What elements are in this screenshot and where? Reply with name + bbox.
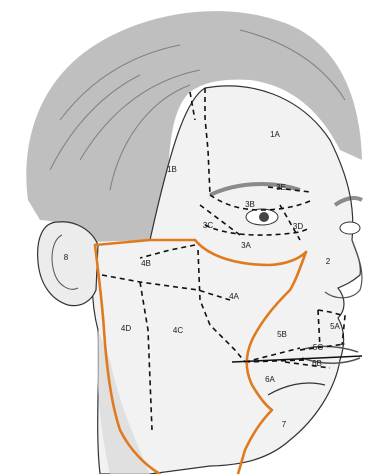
zone-label-4d: 4D: [121, 324, 131, 333]
zone-label-5c: 5C: [313, 343, 323, 352]
zone-label-3a: 3A: [241, 241, 251, 250]
zone-label-3c: 3C: [203, 221, 213, 230]
zone-label-4a: 4A: [229, 292, 239, 301]
zone-label-5b: 5B: [277, 330, 287, 339]
zone-label-4c: 4C: [173, 326, 183, 335]
zone-label-3d: 3D: [293, 222, 303, 231]
zone-label-8: 8: [64, 253, 69, 262]
zone-label-6a: 6A: [265, 375, 275, 384]
zone-label-7: 7: [282, 420, 287, 429]
zone-label-2: 2: [326, 257, 331, 266]
zone-label-3e: 3E: [276, 183, 286, 192]
zone-label-3b: 3B: [245, 200, 255, 209]
zone-label-5a: 5A: [330, 322, 340, 331]
eye-far: [340, 222, 360, 234]
zone-label-4b: 4B: [141, 259, 151, 268]
iris: [259, 212, 269, 222]
zone-label-1b: 1B: [167, 165, 177, 174]
zone-label-1a: 1A: [270, 130, 280, 139]
zone-label-6b: 6B: [312, 359, 322, 368]
